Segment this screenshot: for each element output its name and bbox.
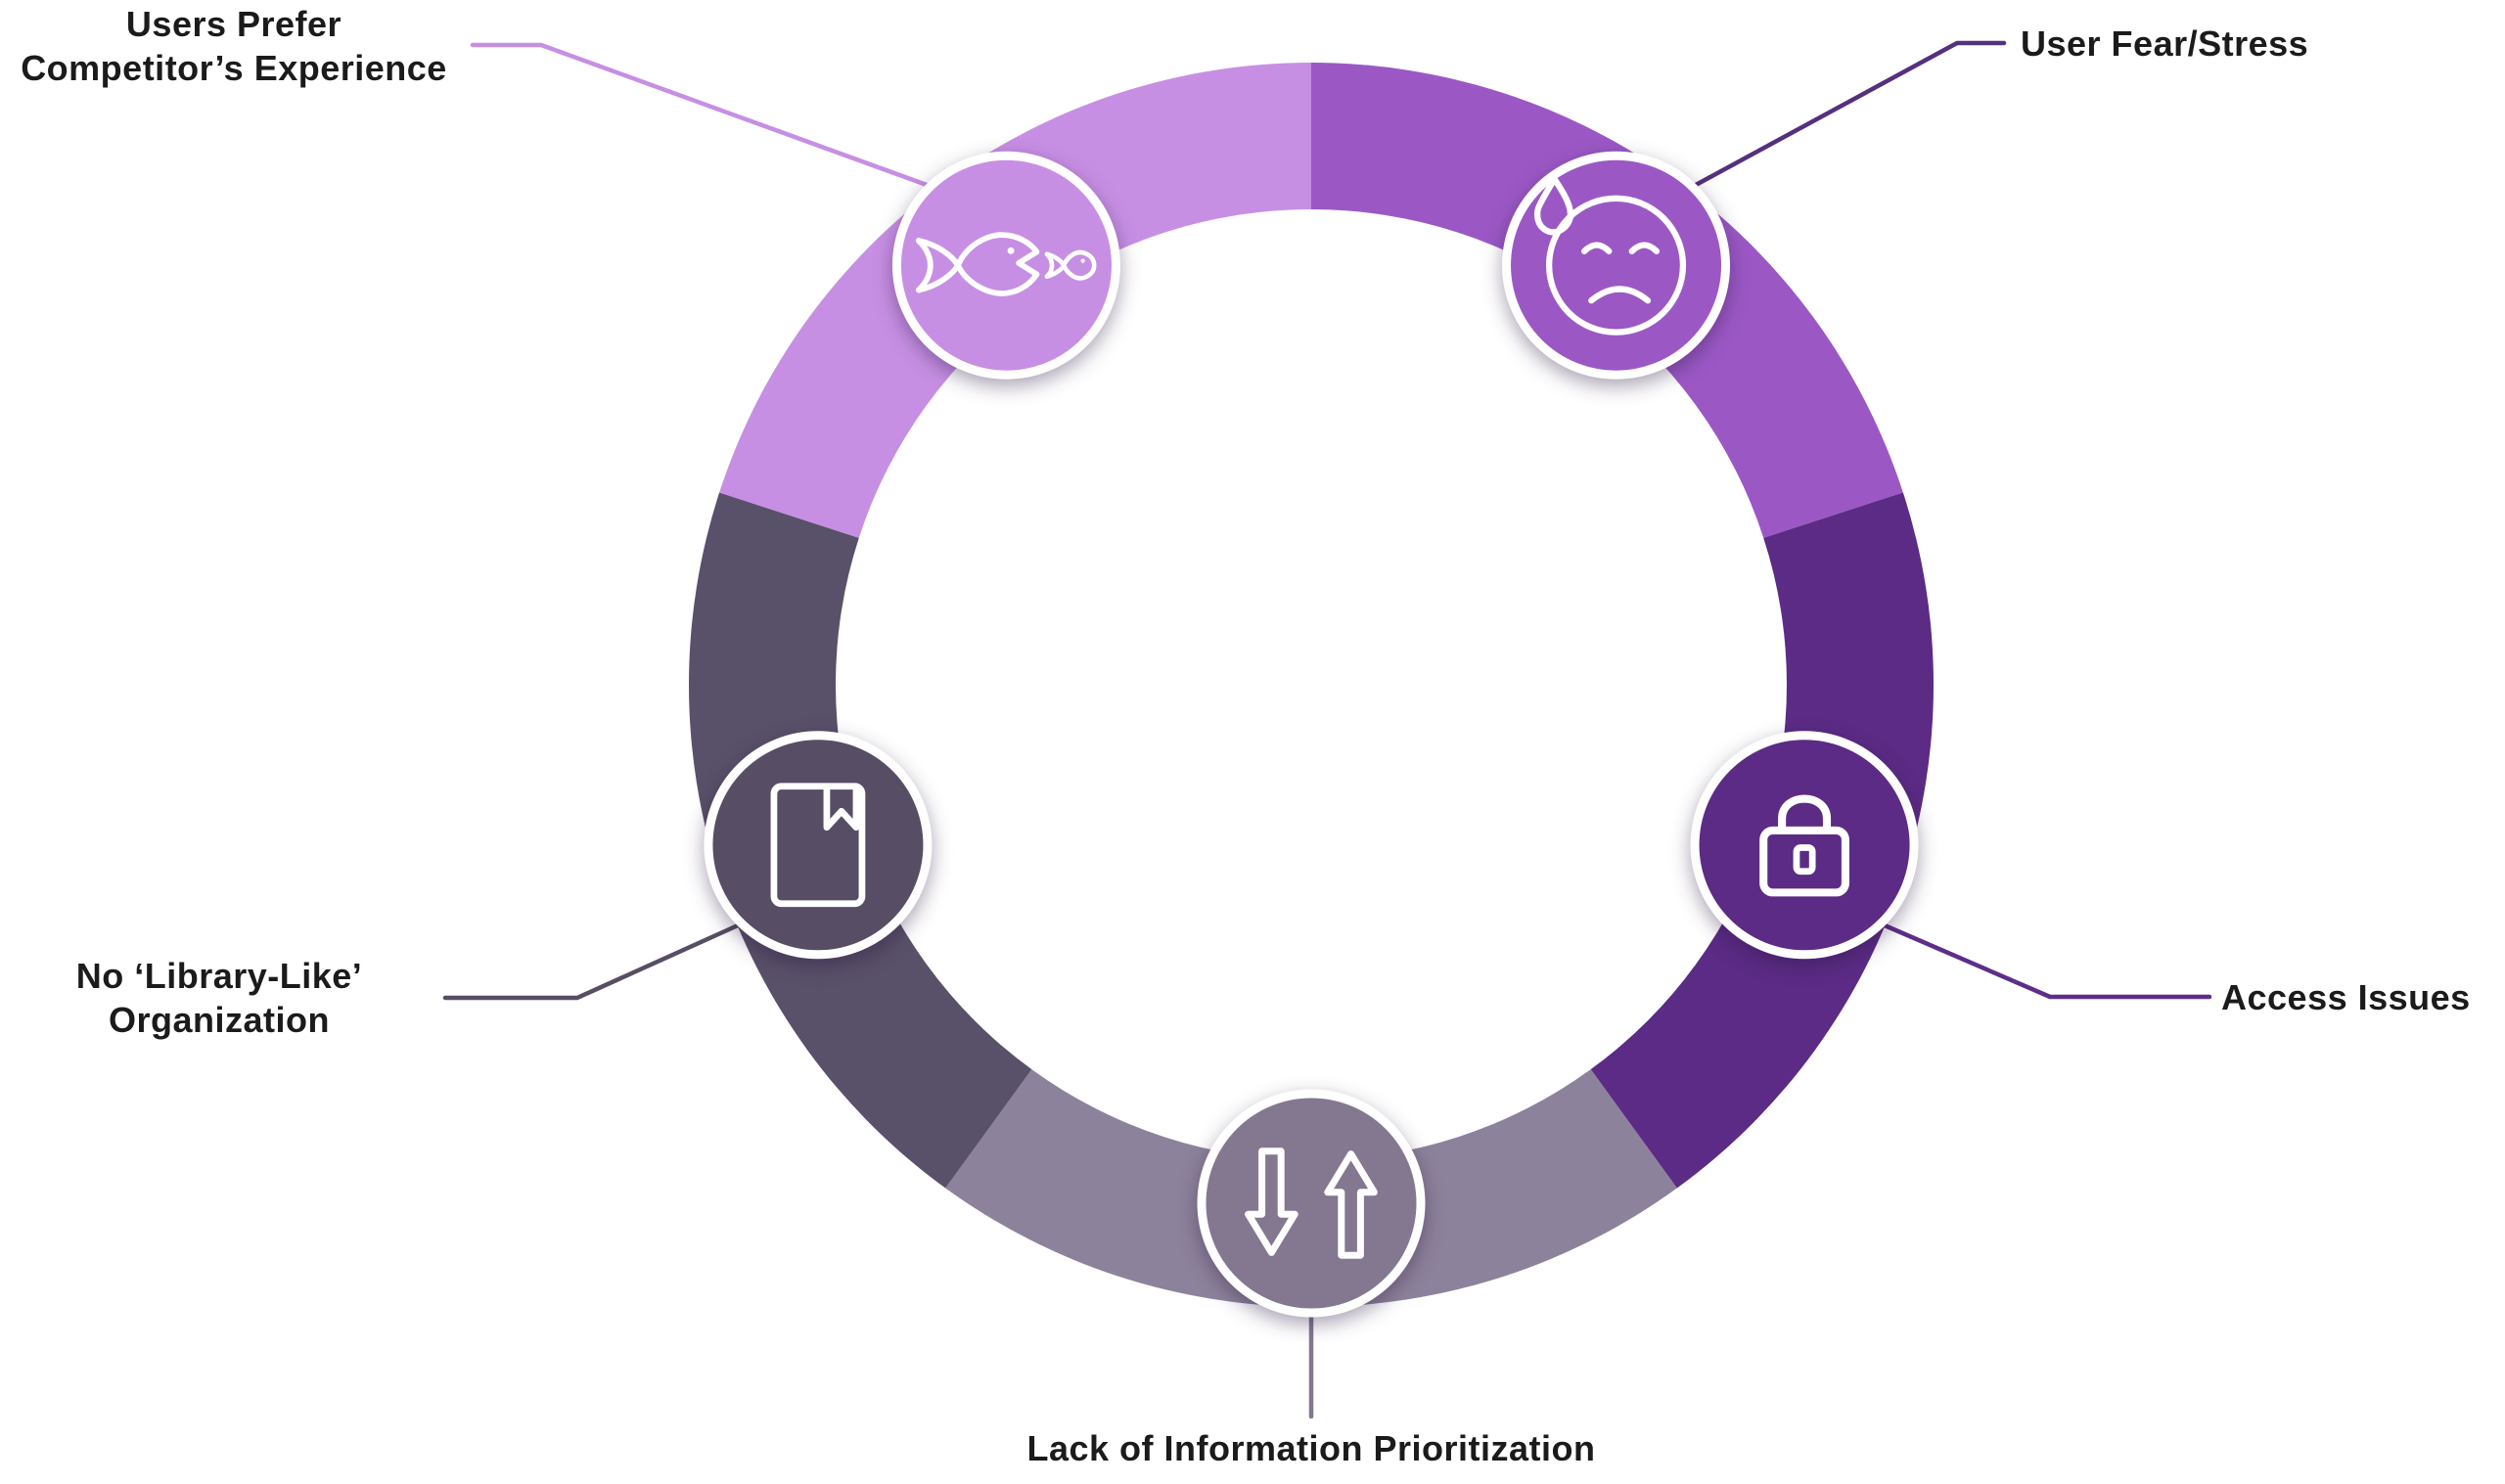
node-circle-fear [1502,151,1731,380]
leader-line-library [442,922,741,1001]
label-user-fear-stress: User Fear/Stress [2021,22,2308,66]
node-circle-competitor [891,151,1120,380]
label-text-line: Organization [108,1000,330,1040]
node-circle-priority [1197,1089,1426,1318]
label-text-line: Competitor’s Experience [21,48,447,88]
label-text-line: User Fear/Stress [2021,23,2309,64]
node-circle-library [704,731,933,960]
label-text-line: Lack of Information Prioritization [1026,1428,1596,1468]
label-no-library-like-organization: No ‘Library-Like’ Organization [0,954,438,1042]
leader-lines [442,40,2212,1419]
label-lack-of-information-prioritization: Lack of Information Prioritization [920,1426,1703,1470]
leader-line-access [1882,922,2212,1000]
leader-line-competitor [470,42,930,188]
label-users-prefer-competitor: Users Prefer Competitor’s Experience [0,2,468,90]
leader-line-fear [1693,40,2007,188]
label-access-issues: Access Issues [2221,975,2471,1019]
icon-nodes [704,151,1919,1318]
label-text-line: No ‘Library-Like’ [75,956,363,996]
label-text-line: Access Issues [2221,977,2471,1017]
label-text-line: Users Prefer [125,4,342,44]
